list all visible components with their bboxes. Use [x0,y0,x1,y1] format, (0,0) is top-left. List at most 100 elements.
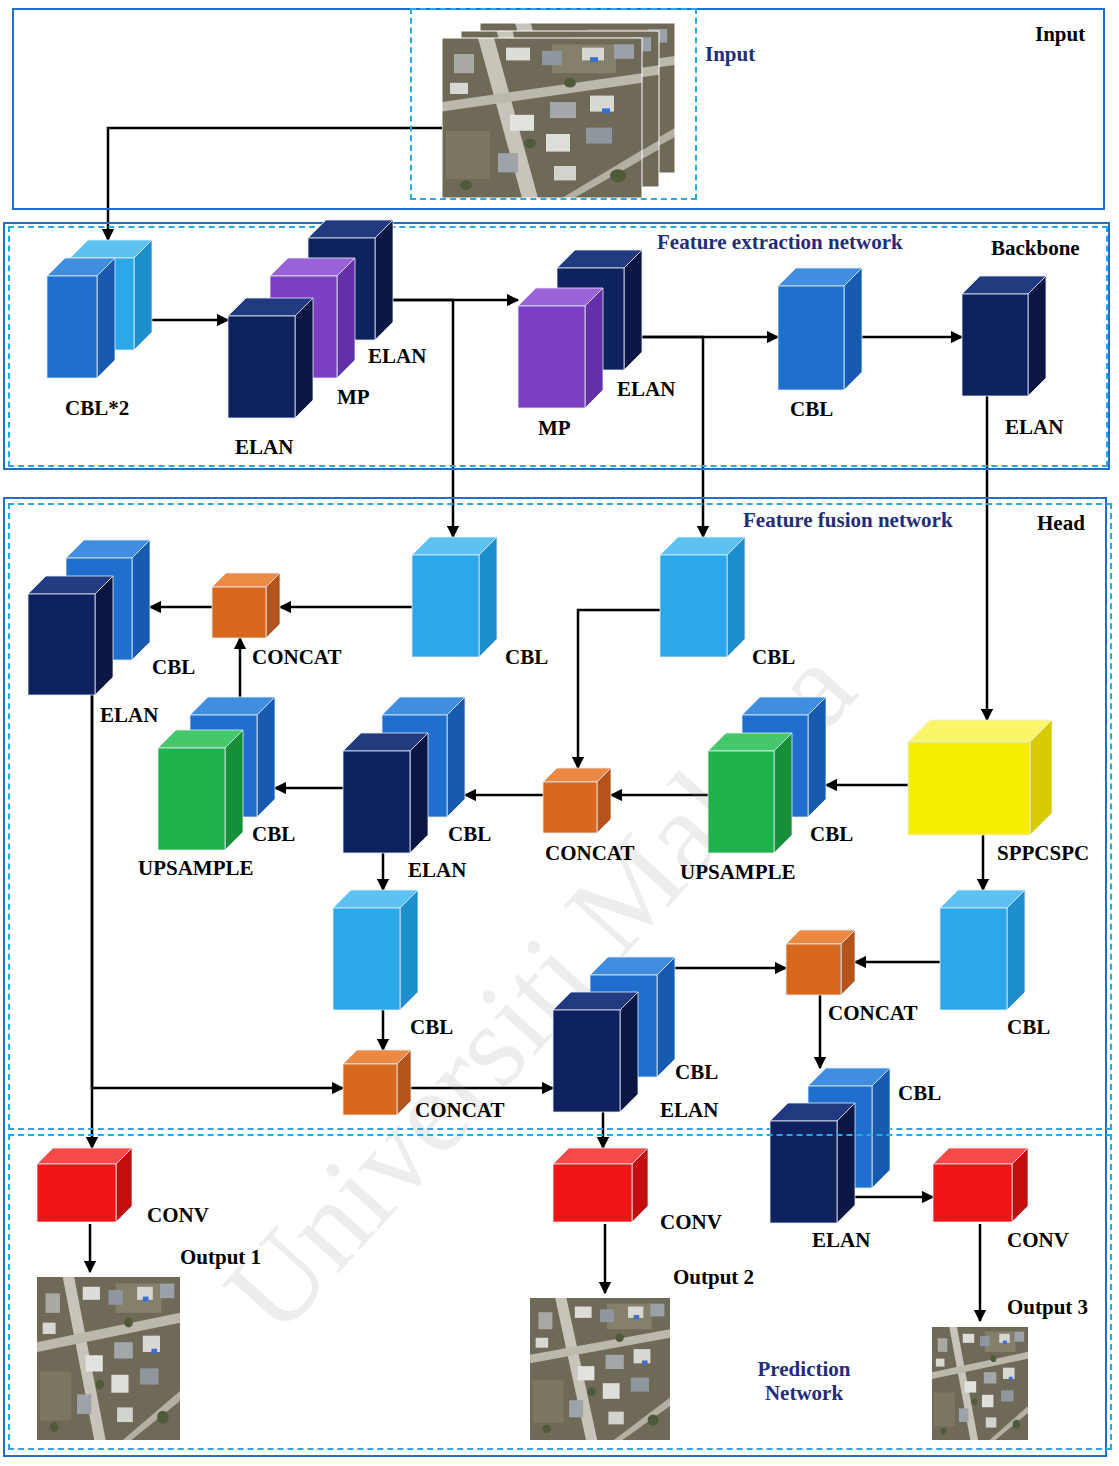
block-label: CONCAT [828,1001,917,1025]
flow-arrow [826,784,908,787]
cube-shape [333,890,418,1010]
flow-arrow [92,695,343,1088]
block-label: CONCAT [252,645,341,669]
flow-arrow [152,319,228,322]
flow-arrow [382,1010,385,1050]
concat-block: CONCAT [786,930,855,995]
flow-arrow [986,396,989,720]
block-label: ELAN [617,377,675,401]
section-title: Prediction Network [748,1357,860,1405]
block-label: CONV [660,1210,722,1234]
cube-shape [212,573,280,638]
section-title: Input [705,42,755,66]
cube-shape [412,537,497,657]
block-label: CBL [810,822,853,846]
elan-block: ELAN [962,276,1046,396]
block-label: CONCAT [415,1098,504,1122]
flow-arrow [862,336,962,339]
flow-arrow [602,1112,605,1148]
cube-shape [778,268,862,390]
flow-arrow [642,337,703,537]
section-title: Backbone [991,236,1080,260]
conv-block: CONV [37,1148,132,1222]
cube-shape [228,298,313,418]
elan-block: ELAN [28,576,113,695]
flow-arrow [275,787,343,790]
output-label: Output 2 [673,1265,754,1289]
cbl-block: CBL*2 [47,240,152,378]
block-label: CBL [448,822,491,846]
upsample-block: UPSAMPLE [158,730,243,850]
cube-shape [770,1103,855,1223]
block-label: CBL [790,397,833,421]
section-title: Head [1037,511,1085,535]
output-label: Output 1 [180,1245,261,1269]
block-label: CBL [1007,1015,1050,1039]
section-frame: Input [410,8,697,200]
cube-shape [553,992,638,1112]
cube-shape [786,930,855,995]
cube-shape [343,1050,411,1115]
cube-shape [962,276,1046,396]
block-label: CBL [152,655,195,679]
elan-block: ELAN [343,733,428,853]
conv-block: CONV [933,1148,1028,1222]
block-label: ELAN [235,435,293,459]
flow-arrow [578,610,660,768]
cube-shape [47,240,152,378]
block-label: MP [538,416,571,440]
elan-block: ELAN [553,992,638,1112]
block-label: MP [337,385,370,409]
section-band: BackboneFeature extraction networkCBL*2E… [3,222,1110,470]
cube-shape [708,733,792,853]
section-title: Feature fusion network [743,508,953,532]
upsample-block: UPSAMPLE [708,733,792,853]
cbl-block: CBL [412,537,497,657]
output-label: Output 3 [1007,1295,1088,1319]
flow-arrow [382,853,385,890]
block-label: UPSAMPLE [680,860,796,884]
cbl-block: CBL [778,268,862,390]
cube-shape [343,733,428,853]
sppcspc-block: SPPCSPC [908,720,1052,835]
section-frame: Feature fusion networkCBL ELAN CONCAT CBL CB… [8,503,1112,1130]
block-label: UPSAMPLE [138,856,254,880]
flow-arrow [280,606,412,609]
cube-shape [908,720,1052,835]
section-title: Input [1035,22,1085,46]
output-arrows [90,1224,980,1321]
cbl-block: CBL [333,890,418,1010]
flow-arrow [855,1196,933,1199]
cbl-block: CBL [660,537,745,657]
block-label: ELAN [100,703,158,727]
block-label: ELAN [368,344,426,368]
section-title: Feature extraction network [657,230,903,254]
block-label: ELAN [1005,415,1063,439]
concat-block: CONCAT [212,573,280,638]
block-label: CBL [675,1060,718,1084]
section-frame: Prediction Network CONV CONV CONV [8,1134,1112,1450]
output-images [37,1277,1028,1440]
flow-arrow [675,967,786,970]
block-label: CBL [752,645,795,669]
block-label: CONCAT [545,841,634,865]
cube-shape [660,537,745,657]
cube-shape [37,1148,132,1222]
block-label: CBL [410,1015,453,1039]
flow-arrow [855,961,940,964]
block-label: ELAN [660,1098,718,1122]
flow-arrow [150,606,212,609]
block-label: CBL [898,1081,941,1105]
block-label: CONV [1007,1228,1069,1252]
flow-arrow [982,835,985,890]
elan-block: ELAN [228,298,313,418]
mp-block: MP [518,288,603,408]
block-label: CBL [505,645,548,669]
cbl-block: CBL [940,890,1025,1010]
block-label: CBL*2 [65,396,129,420]
concat-block: CONCAT [343,1050,411,1115]
section-band: HeadFeature fusion networkCBLELANCONCATC… [3,497,1107,1457]
cube-shape [28,576,113,695]
block-label: ELAN [408,858,466,882]
